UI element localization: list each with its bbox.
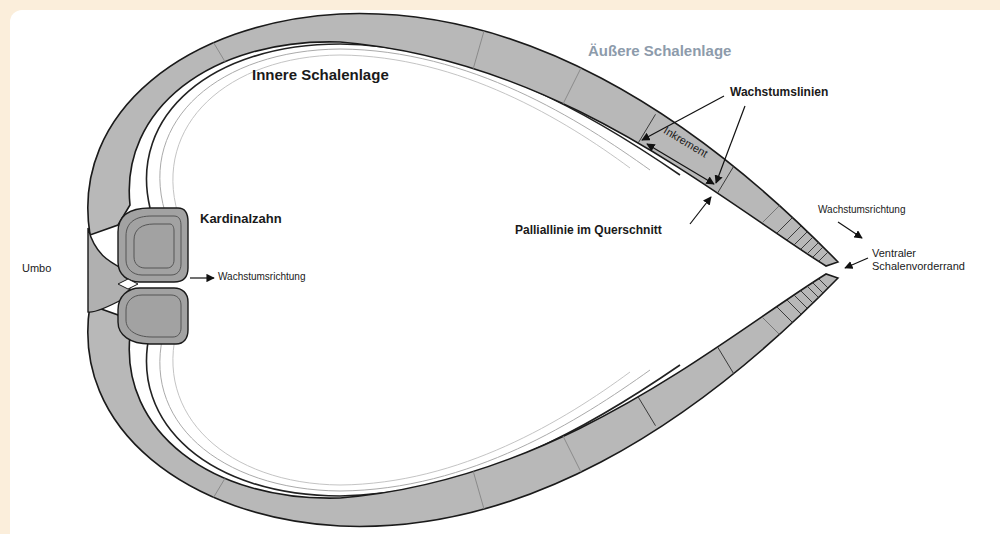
umbo-notch [118, 279, 138, 289]
tooth-contour [134, 224, 174, 268]
cardinal-tooth [118, 288, 188, 344]
direction-label: Wachstumsrichtung [818, 204, 905, 216]
direction-label: Wachstumsrichtung [218, 271, 305, 283]
part-label: Ventraler Schalenvorderrand [872, 247, 984, 272]
direction-arrow [838, 222, 862, 238]
part-label: Umbo [22, 262, 51, 275]
tooth-contour [126, 216, 181, 275]
layer-label: Äußere Schalenlage [588, 42, 731, 59]
leader-arrow [716, 106, 745, 183]
part-label: Wachstumslinien [730, 86, 828, 100]
upper-valve [88, 10, 853, 277]
part-label: Palliallinie im Querschnitt [515, 224, 662, 238]
direction-arrow [190, 277, 214, 278]
leader-arrow [690, 197, 711, 224]
leader-arrow [845, 258, 868, 268]
layer-label: Innere Schalenlage [252, 66, 389, 83]
cardinal-tooth [118, 208, 188, 282]
part-label: Kardinalzahn [200, 212, 282, 227]
tooth-contour [126, 295, 181, 337]
lower-valve [88, 263, 853, 530]
